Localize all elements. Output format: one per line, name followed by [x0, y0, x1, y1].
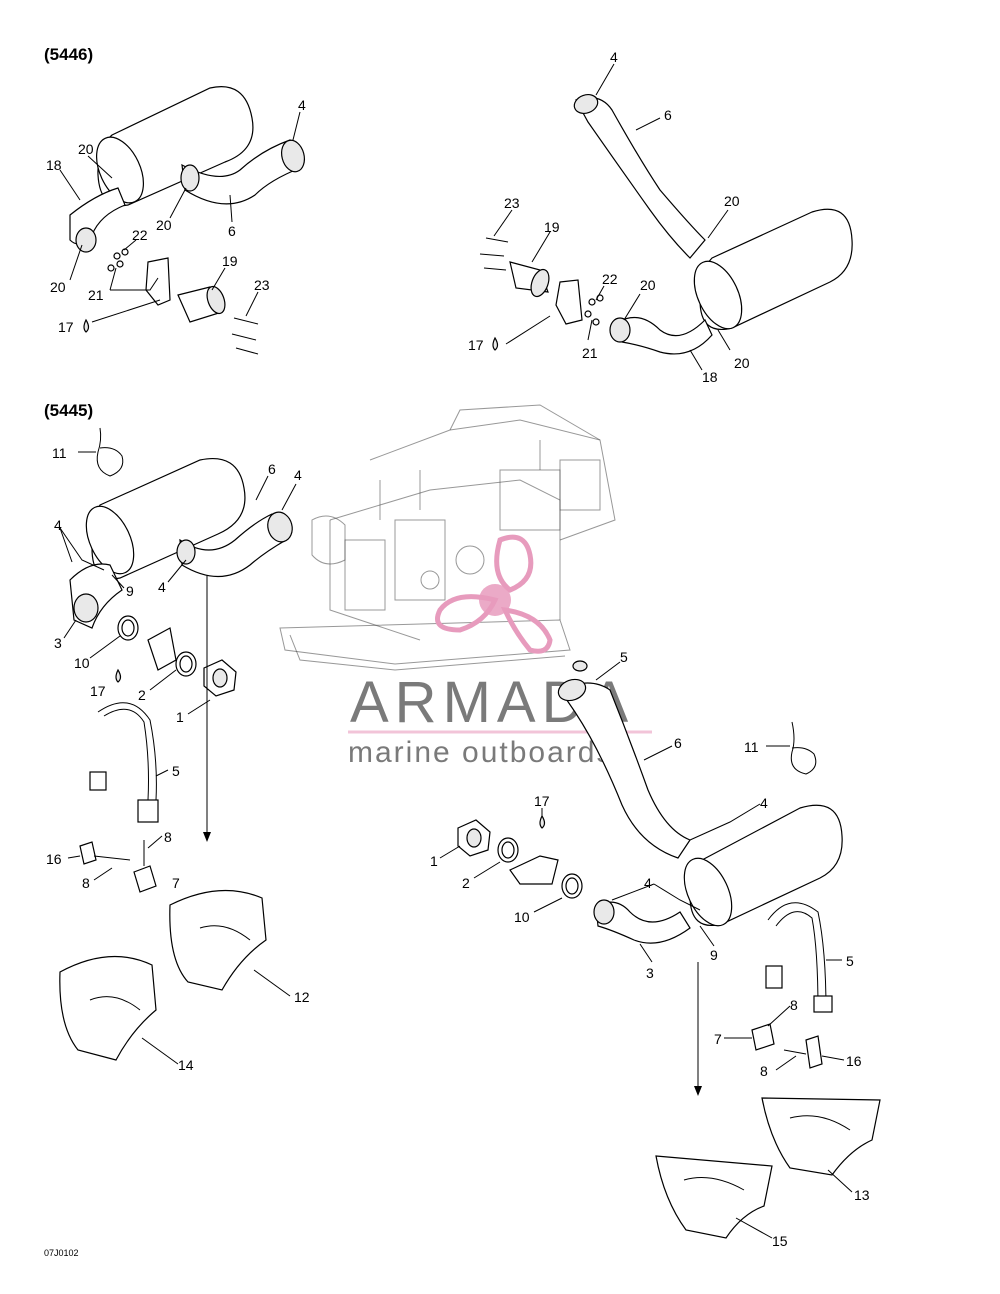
callout: 16 [46, 851, 62, 867]
callout: 11 [52, 445, 67, 461]
callout: 4 [644, 875, 652, 891]
callout: 18 [702, 369, 718, 385]
callout: 12 [294, 989, 310, 1005]
callout: 9 [710, 947, 718, 963]
callout: 3 [646, 965, 654, 981]
callout: 20 [724, 193, 740, 209]
assembly-5445-right: 5 6 11 4 17 1 2 4 10 9 3 5 8 7 16 8 13 1… [430, 649, 881, 1249]
callout: 20 [640, 277, 656, 293]
callout: 11 [744, 739, 759, 755]
callout: 9 [126, 583, 134, 599]
callout: 8 [82, 875, 90, 891]
assembly-5446-right: 4 6 23 19 20 22 20 17 21 18 20 [468, 49, 853, 385]
callout: 19 [222, 253, 238, 269]
watermark-subtitle: marine outboards [348, 736, 613, 769]
callout: 4 [294, 467, 302, 483]
callout: 4 [760, 795, 768, 811]
propeller-icon [435, 534, 553, 654]
callout: 20 [50, 279, 66, 295]
callout: 5 [172, 763, 180, 779]
callout: 22 [602, 271, 618, 287]
callout: 6 [674, 735, 682, 751]
callout: 16 [846, 1053, 862, 1069]
callout: 20 [78, 141, 94, 157]
callout: 10 [74, 655, 90, 671]
callout: 10 [514, 909, 530, 925]
callout: 14 [178, 1057, 194, 1073]
callout: 13 [854, 1187, 870, 1203]
callout: 17 [90, 683, 106, 699]
assembly-5445-left: 11 6 4 4 9 4 3 10 17 2 1 5 8 16 8 7 12 1… [46, 427, 310, 1073]
callout: 1 [176, 709, 184, 725]
callout: 20 [734, 355, 750, 371]
callout: 8 [760, 1063, 768, 1079]
callout: 3 [54, 635, 62, 651]
figure-reference: 07J0102 [44, 1248, 79, 1258]
callout: 1 [430, 853, 438, 869]
callout: 18 [46, 157, 62, 173]
callout: 6 [664, 107, 672, 123]
callout: 15 [772, 1233, 788, 1249]
callout: 8 [164, 829, 172, 845]
callout: 2 [138, 687, 146, 703]
section-label-5445: (5445) [44, 401, 93, 420]
callout: 4 [54, 517, 62, 533]
callout: 21 [88, 287, 104, 303]
assembly-5446-left: 4 20 18 20 6 22 20 21 19 23 17 [46, 86, 306, 355]
section-label-5446: (5446) [44, 45, 93, 64]
callout: 6 [268, 461, 276, 477]
callout: 21 [582, 345, 598, 361]
callout: 6 [228, 223, 236, 239]
callout: 23 [504, 195, 520, 211]
callout: 5 [620, 649, 628, 665]
callout: 20 [156, 217, 172, 233]
engine-outline [279, 404, 616, 671]
callout: 7 [172, 875, 180, 891]
callout: 8 [790, 997, 798, 1013]
callout: 4 [610, 49, 618, 65]
callout: 5 [846, 953, 854, 969]
callout: 2 [462, 875, 470, 891]
callout: 22 [132, 227, 148, 243]
callout: 4 [158, 579, 166, 595]
callout: 19 [544, 219, 560, 235]
callout: 17 [468, 337, 484, 353]
callout: 17 [58, 319, 74, 335]
callout: 4 [298, 97, 306, 113]
callout: 17 [534, 793, 550, 809]
callout: 23 [254, 277, 270, 293]
callout: 7 [714, 1031, 722, 1047]
